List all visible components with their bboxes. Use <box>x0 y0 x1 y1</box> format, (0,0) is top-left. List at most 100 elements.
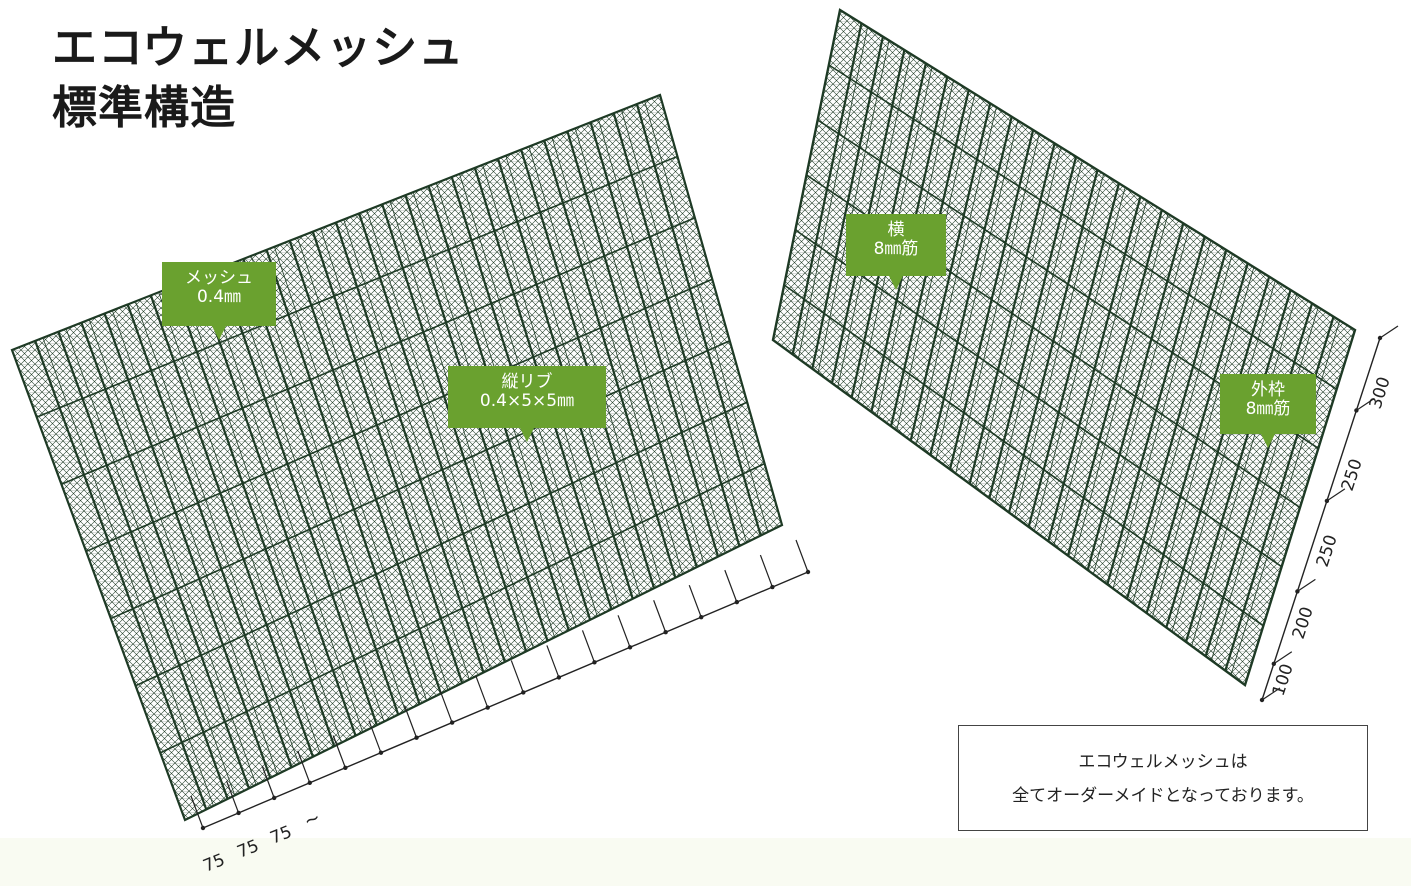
left-rib <box>242 258 400 715</box>
left-dim-dot <box>414 735 419 740</box>
dimension-line-left: 75 75 75 ~ <box>190 539 811 877</box>
page-title: エコウェルメッシュ 標準構造 <box>52 18 464 138</box>
left-rib-edge <box>88 319 257 785</box>
left-dim-tick <box>190 795 204 829</box>
left-rib-edge <box>135 301 300 764</box>
left-rib <box>196 276 357 737</box>
callout-rib: 縦リブ 0.4×5×5㎜ <box>448 366 606 442</box>
left-bar <box>36 155 678 418</box>
left-rib <box>149 294 314 758</box>
left-rib-edge <box>181 283 342 743</box>
dim-right-5: 300 <box>1366 375 1395 412</box>
left-rib-edge <box>597 119 726 554</box>
title-line-1: エコウェルメッシュ <box>52 21 465 74</box>
left-rib <box>103 313 272 779</box>
dim-right-4: 250 <box>1338 457 1367 494</box>
left-dim-dot <box>556 675 562 680</box>
callout-mesh-value: 0.4㎜ <box>196 287 242 307</box>
left-dim-tick <box>688 584 702 618</box>
left-rib-edge <box>204 273 364 733</box>
left-rib-edge <box>111 310 278 775</box>
callout-mesh-label: メッシュ <box>185 268 253 288</box>
left-bar <box>61 217 696 486</box>
callout-horizontal-bar-label: 横 <box>887 220 905 240</box>
left-dim-tick <box>403 705 418 738</box>
left-rib <box>311 231 464 684</box>
left-rib-edge <box>297 237 449 691</box>
right-dim-dot <box>1271 661 1277 666</box>
right-dim-tick <box>1356 397 1375 411</box>
left-dim-tick <box>439 690 453 723</box>
left-rib-edge <box>343 219 492 670</box>
left-dim-dot <box>734 599 740 605</box>
right-dim-tick <box>1261 687 1281 701</box>
left-dim-dot <box>592 660 597 665</box>
left-dim-tick <box>795 539 809 573</box>
left-dim-dot <box>378 750 384 755</box>
left-rib-edge <box>227 264 385 722</box>
note-line-1: エコウェルメッシュは <box>1078 752 1248 772</box>
left-dim-tick <box>759 554 773 588</box>
left-dim-dot <box>663 630 668 635</box>
dim-left-4: ~ <box>301 806 324 832</box>
left-dim-tick <box>475 675 489 708</box>
left-rib <box>172 285 336 747</box>
right-dim-dot <box>1354 408 1359 413</box>
right-dim-dot <box>1324 498 1330 504</box>
left-rib <box>34 340 208 810</box>
left-dim-tick <box>581 630 596 663</box>
left-dim-tick <box>510 660 524 693</box>
title-line-2: 標準構造 <box>52 81 237 134</box>
left-dim-dot <box>627 645 633 650</box>
left-rib-edge <box>644 100 769 533</box>
order-note-box: エコウェルメッシュは 全てオーダーメイドとなっております。 <box>958 725 1368 831</box>
left-dim-tick <box>332 735 346 768</box>
right-dim-tick <box>1297 578 1316 592</box>
left-rib-edge <box>574 128 705 564</box>
right-dim-dot <box>1377 335 1383 341</box>
callout-horizontal-bar-value: 8㎜筋 <box>873 239 919 259</box>
callout-frame-bar-label: 外枠 <box>1251 380 1285 400</box>
left-dim-dot <box>343 765 348 770</box>
left-rib <box>126 304 293 768</box>
left-dim-tick <box>368 720 382 753</box>
left-rib <box>543 140 677 578</box>
left-dim-tick <box>261 765 275 799</box>
right-dim-dot <box>1259 697 1265 703</box>
left-dim-dot <box>485 705 490 710</box>
right-dim-tick <box>1273 651 1293 665</box>
left-rib-edge <box>273 246 428 701</box>
left-rib <box>80 322 250 789</box>
left-rib <box>635 103 762 536</box>
left-rib-edge <box>320 228 470 680</box>
mesh-panel-left <box>10 93 784 822</box>
left-rib-edge <box>366 210 513 659</box>
dim-right-3: 250 <box>1313 533 1342 570</box>
left-dim-dot <box>307 780 312 786</box>
callout-frame-bar-value: 8㎜筋 <box>1245 399 1291 419</box>
callout-rib-label: 縦リブ <box>501 372 553 392</box>
left-dim-tick <box>297 750 311 784</box>
callout-rib-value: 0.4×5×5㎜ <box>479 391 575 411</box>
left-rib-edge <box>65 328 236 796</box>
left-rib-edge <box>621 110 747 543</box>
right-dim-dot <box>1295 589 1300 594</box>
right-dim-tick <box>1326 488 1346 502</box>
left-rib-edge <box>551 137 683 575</box>
left-dim-dot <box>805 569 811 575</box>
left-rib-edge <box>250 255 406 712</box>
left-bar <box>110 339 731 620</box>
left-dim-dot <box>271 795 277 801</box>
left-bar <box>159 462 765 754</box>
note-line-2: 全てオーダーメイドとなっております。 <box>1012 786 1314 806</box>
right-bar <box>794 229 1283 568</box>
left-rib-edge <box>42 337 214 807</box>
mesh-panel-right <box>771 8 1357 687</box>
left-dim-dot <box>449 720 455 725</box>
left-rib <box>219 267 378 726</box>
left-dim-dot <box>200 825 206 831</box>
left-rib <box>288 240 442 694</box>
left-dim-tick <box>546 645 560 678</box>
